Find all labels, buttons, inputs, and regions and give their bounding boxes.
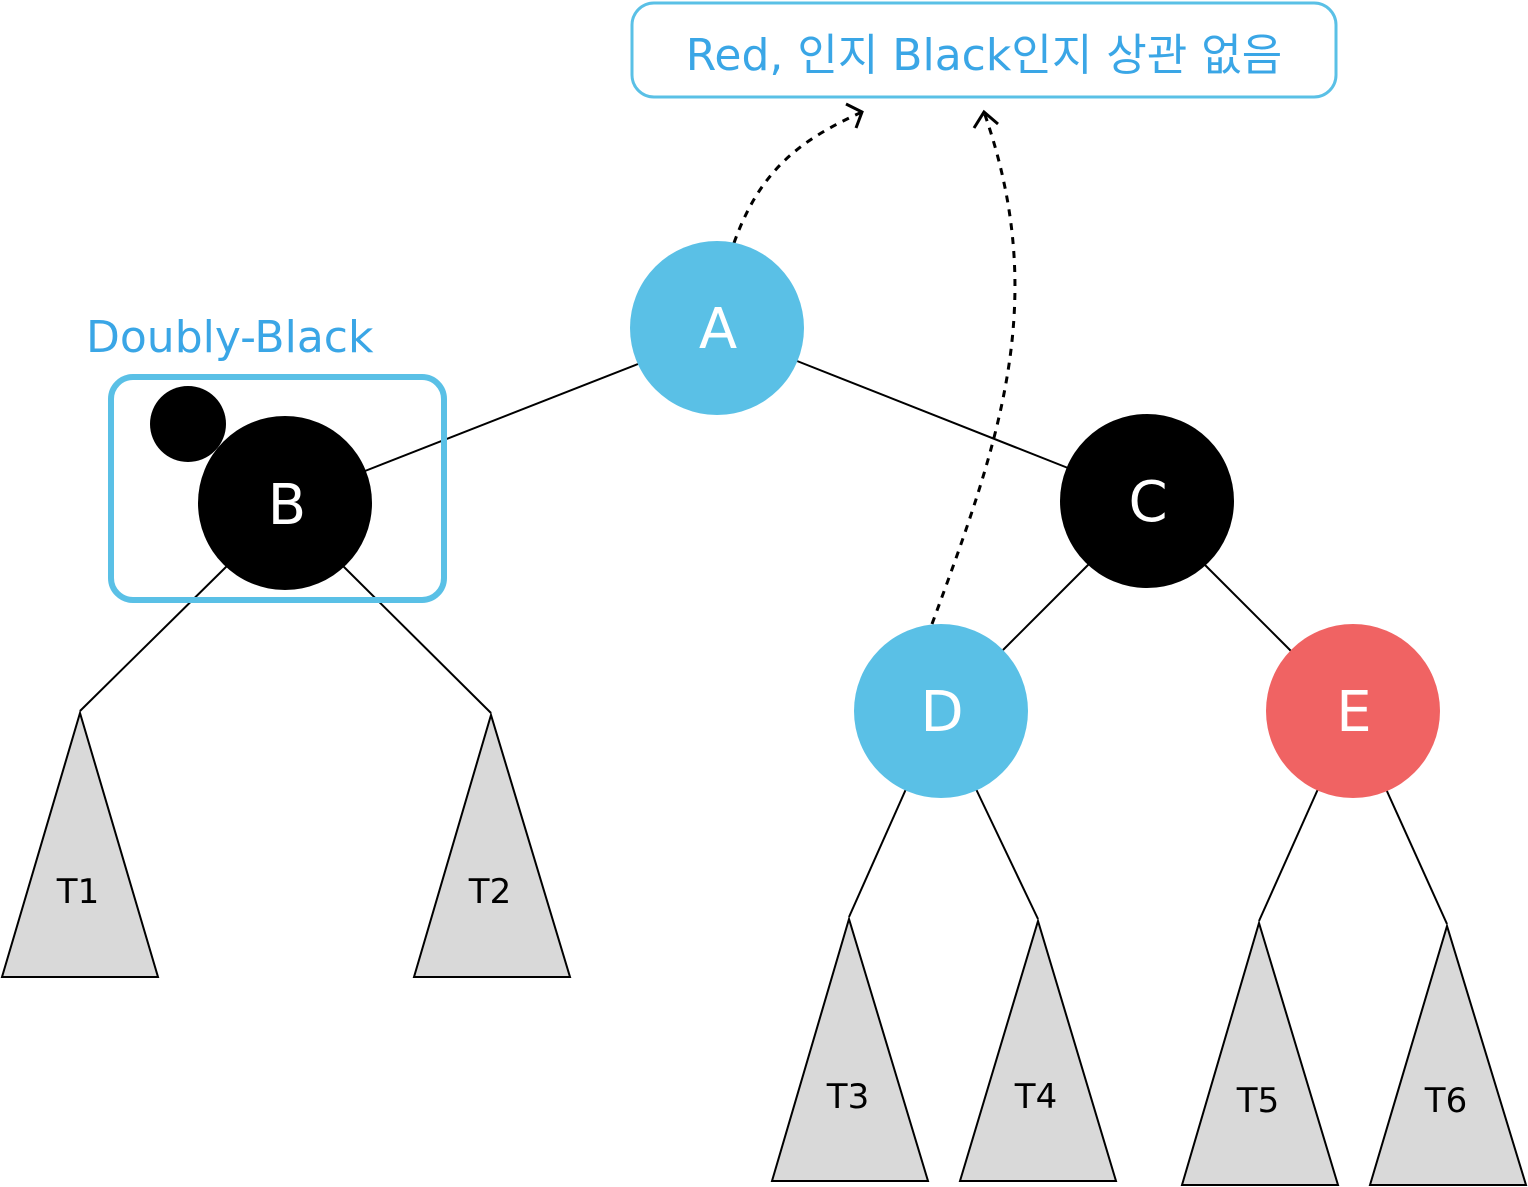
subtree-t3-label: T3: [826, 1077, 869, 1117]
node-e-label: E: [1336, 680, 1371, 745]
edge-c-d: [1002, 563, 1090, 651]
subtree-t4: [958, 917, 1118, 1182]
edge-b-t1: [79, 564, 229, 712]
edge-a-c: [796, 360, 1069, 469]
subtree-t1: [0, 709, 160, 978]
dashed-arrows: [732, 102, 1017, 625]
subtree-t4-label: T4: [1014, 1077, 1057, 1117]
tree-nodes: A B C D E: [150, 241, 1440, 798]
note-box: [630, 1, 1338, 99]
edge-d-t4: [975, 788, 1039, 920]
node-a: A: [630, 241, 804, 415]
subtree-t6-label: T6: [1424, 1081, 1467, 1121]
subtree-t2-label: T2: [468, 872, 511, 912]
node-b-circle: [198, 416, 372, 590]
doubly-black-label: Doubly-Black: [86, 312, 374, 363]
subtrees: T1 T2 T3 T4 T5 T6: [0, 709, 1528, 1186]
edge-e-t5: [1258, 788, 1319, 922]
node-b: B: [150, 386, 372, 590]
arrow-d-to-note: [930, 111, 1017, 625]
edge-c-e: [1204, 564, 1292, 652]
arrow-a-to-note: [732, 110, 863, 244]
node-a-circle: [630, 241, 804, 415]
subtree-t1-label: T1: [56, 872, 99, 912]
doubly-black-box: [108, 374, 447, 603]
edge-a-b: [364, 363, 639, 472]
edge-d-t3: [848, 788, 907, 918]
subtree-t5-label: T5: [1236, 1081, 1279, 1121]
subtree-t6: [1368, 922, 1528, 1186]
node-d: D: [854, 624, 1028, 798]
node-d-label: D: [920, 680, 963, 745]
subtree-t5: [1180, 919, 1340, 1186]
node-e-circle: [1266, 624, 1440, 798]
note-text: Red, 인지 Black인지 상관 없음: [686, 30, 1282, 81]
subtree-t3: [770, 915, 930, 1182]
node-d-circle: [854, 624, 1028, 798]
node-a-label: A: [699, 297, 737, 362]
node-e: E: [1266, 624, 1440, 798]
node-c-label: C: [1128, 470, 1167, 535]
arrow-head-d: [972, 109, 999, 129]
edge-e-t6: [1385, 788, 1448, 925]
node-b-label: B: [268, 473, 306, 538]
node-c: C: [1060, 414, 1234, 588]
doubly-black-highlight: Doubly-Black: [86, 312, 447, 603]
edge-b-t2: [341, 564, 492, 714]
extra-black-token: [150, 386, 226, 462]
arrow-head-a: [845, 102, 864, 129]
subtree-t2: [412, 711, 572, 978]
tree-edges: [79, 360, 1448, 925]
node-c-circle: [1060, 414, 1234, 588]
note-callout: Red, 인지 Black인지 상관 없음: [630, 1, 1338, 99]
